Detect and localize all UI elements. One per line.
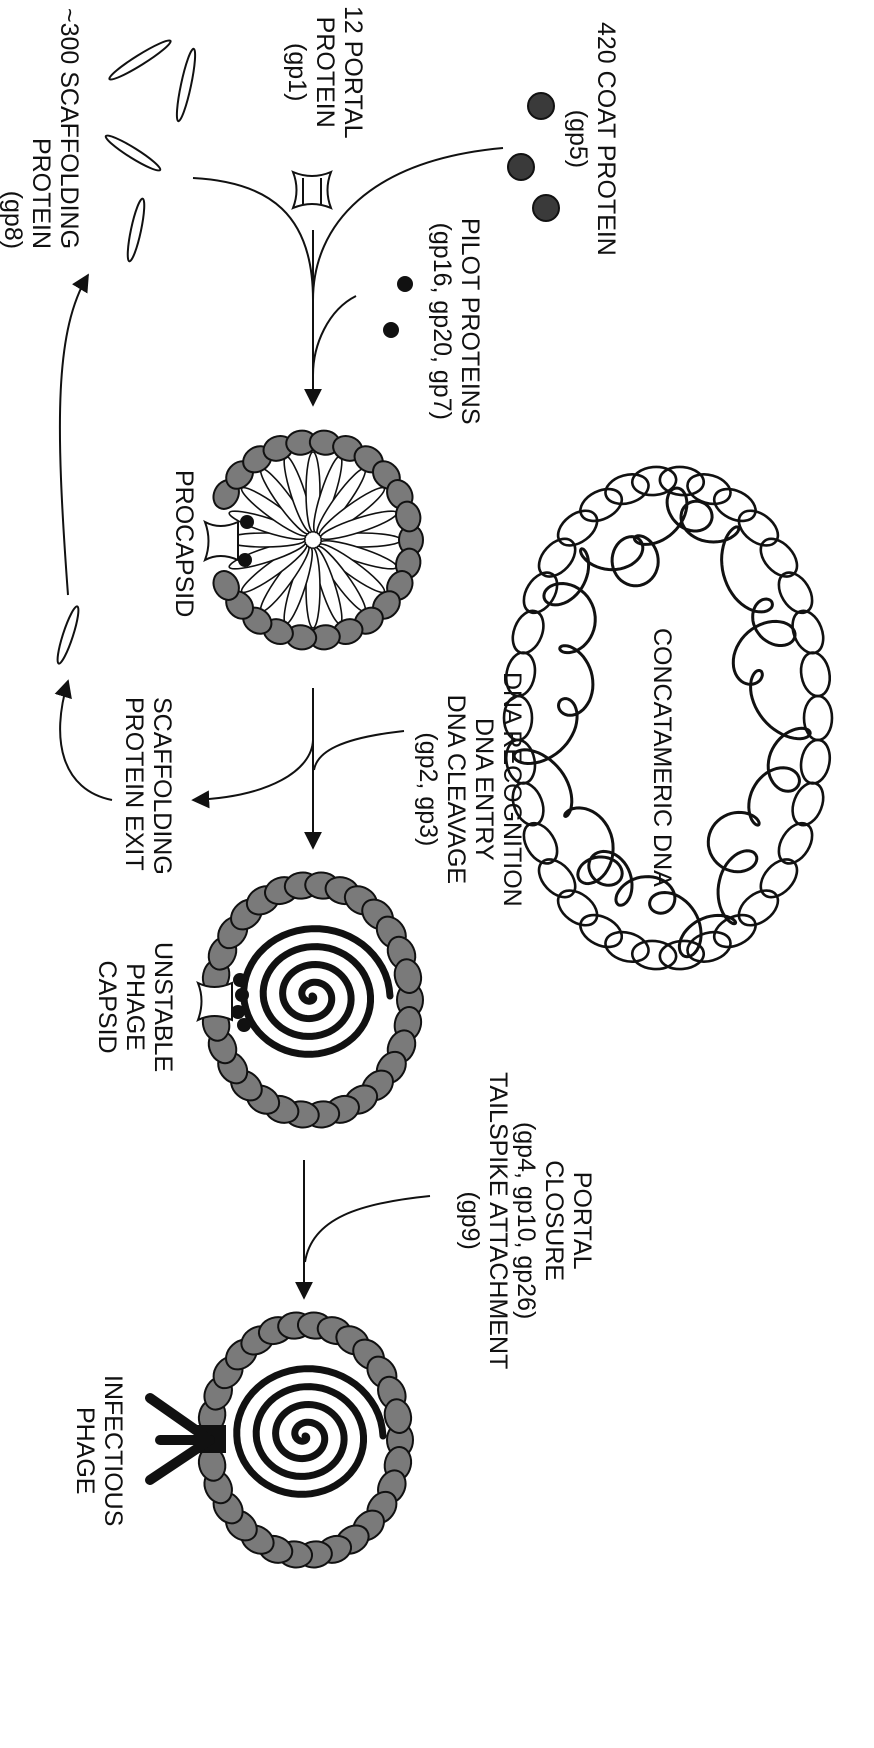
scaffolding-rod [107,37,173,84]
dna-loop [552,504,604,553]
packaged-dna [244,929,390,1055]
dna-loop [732,504,784,553]
pilot-protein-dots [383,276,413,338]
dna-loop [507,606,549,657]
dna-loop [709,483,761,528]
dna-loop [552,883,604,932]
pilot-protein-dot [237,1018,251,1032]
unstable-capsid-drawing [198,871,424,1129]
dna-loop [787,778,829,829]
dna-steps-label: DNA RECOGNITION DNA ENTRY DNA CLEAVAGE (… [414,672,526,907]
portal-protein-label: 12 PORTAL PROTEIN (gp1) [283,6,367,138]
portal-protein-icon [293,172,331,208]
scaffolding-rod [54,605,82,665]
concatameric-dna-label: CONCATAMERIC DNA [648,628,676,887]
scaffolding-protein-label: ~300 SCAFFOLDING PROTEIN (gp8) [0,8,83,249]
pilot-protein-dot [240,515,254,529]
infectious-phage-label: INFECTIOUS PHAGE [71,1375,127,1526]
portal-closure-label: PORTAL CLOSURE (gp4, gp10, gp26) TAILSPI… [456,1072,596,1369]
infectious-phage-drawing [150,1311,414,1569]
coat-protein-label: 420 COAT PROTEIN (gp5) [564,22,620,256]
unstable-capsid-label: UNSTABLE PHAGE CAPSID [93,942,177,1072]
dna-loop [798,650,834,698]
pilot-protein-dot [397,276,413,292]
dna-loop [798,738,834,786]
pilot-protein-dot [238,553,252,567]
coat-subunit [528,93,554,119]
scaffolding-rod [173,48,198,122]
dna-loop [575,909,627,954]
pilot-protein-dot [233,973,247,987]
portal-closure-arrows [304,1160,430,1298]
dna-loop [732,883,784,932]
dna-loop [787,606,829,657]
portal-icon [205,522,238,560]
pilot-protein-dot [383,322,399,338]
procapsid-label: PROCAPSID [170,470,198,617]
packaged-dna [237,1369,383,1495]
coat-subunit [533,195,559,221]
coat-subunit [508,154,534,180]
dna-loop [804,696,832,740]
scaffolding-rod [124,198,147,263]
coat-protein-subunits [508,93,559,221]
pilot-protein-dot [235,988,249,1002]
scaffolding-rod [103,132,163,174]
procapsid-drawing [205,429,423,651]
pilot-protein-dot [231,1005,245,1019]
scaffolding-exit-label: SCAFFOLDING PROTEIN EXIT [120,697,176,875]
portal-icon [198,983,232,1020]
pilot-proteins-label: PILOT PROTEINS (gp16, gp20, gp7) [428,218,484,425]
